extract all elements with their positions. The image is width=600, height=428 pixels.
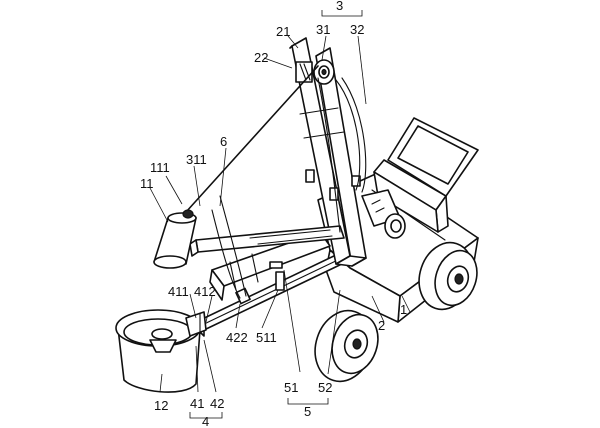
label-51: 51 — [284, 380, 298, 395]
hammer — [153, 209, 197, 269]
label-511: 511 — [256, 330, 277, 345]
label-412: 412 — [194, 284, 216, 299]
label-22: 22 — [254, 50, 268, 65]
mast — [289, 37, 367, 267]
label-111: 111 — [150, 160, 170, 175]
base-frame — [209, 231, 331, 301]
label-42: 42 — [210, 396, 224, 411]
label-1: 1 — [400, 302, 407, 317]
label-311: 311 — [186, 152, 207, 167]
label-422: 422 — [226, 330, 248, 345]
front-wheel — [314, 309, 379, 383]
motor — [361, 189, 406, 239]
top-pulley — [295, 59, 335, 85]
pan — [115, 309, 207, 393]
label-4: 4 — [202, 414, 209, 428]
seat-box — [373, 117, 479, 233]
label-2: 2 — [378, 318, 385, 333]
label-411: 411 — [168, 284, 189, 299]
label-32: 32 — [350, 22, 364, 37]
label-41: 41 — [190, 396, 204, 411]
label-52: 52 — [318, 380, 332, 395]
label-12: 12 — [154, 398, 168, 413]
label-3: 3 — [336, 0, 343, 13]
label-31: 31 — [316, 22, 330, 37]
leader-lines — [149, 10, 411, 419]
label-11: 11 — [140, 176, 154, 191]
label-21: 21 — [276, 24, 290, 39]
label-5: 5 — [304, 404, 311, 419]
reference-numerals: 3 21 31 32 22 6 111 311 11 411 412 1 2 4… — [140, 0, 407, 428]
cable — [185, 65, 341, 299]
label-6: 6 — [220, 134, 227, 149]
rear-wheel — [418, 241, 478, 311]
